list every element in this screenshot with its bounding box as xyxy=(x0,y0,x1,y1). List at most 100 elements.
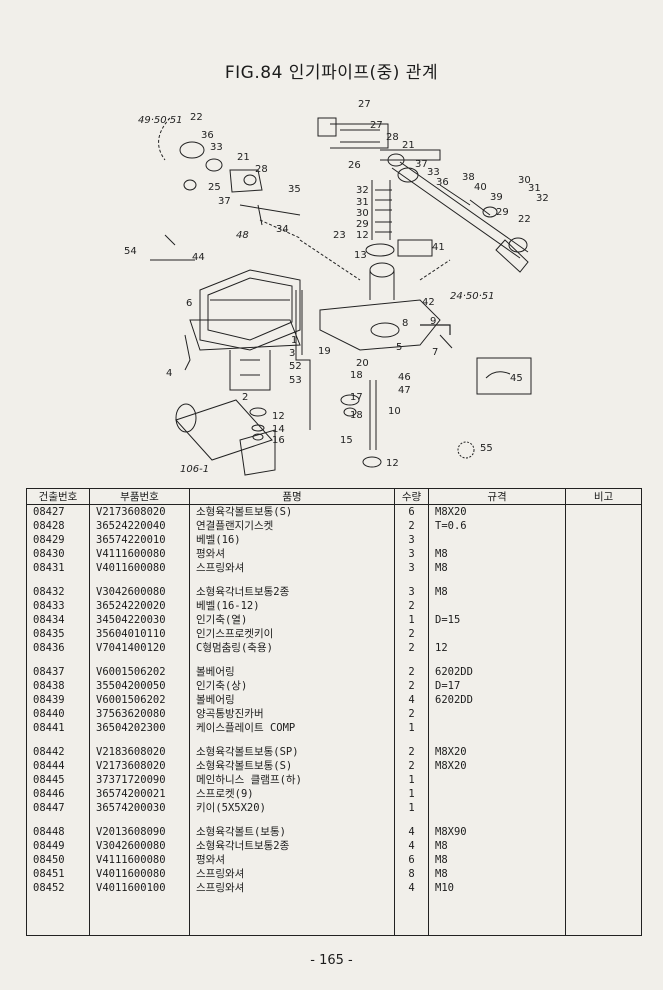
col-header-qty: 수량 xyxy=(394,488,429,505)
cell-spec: M8X20 xyxy=(428,759,566,773)
cell-note xyxy=(565,773,642,787)
cell-qty: 4 xyxy=(394,693,429,707)
callout-6: 6 xyxy=(186,298,192,309)
cell-name: 볼베어링 xyxy=(189,665,395,679)
cell-part: 37563620080 xyxy=(89,707,190,721)
cell-qty: 2 xyxy=(394,707,429,721)
cell-qty: 4 xyxy=(394,839,429,853)
cell-no: 08448 xyxy=(26,825,90,839)
cell-qty: 3 xyxy=(394,561,429,575)
callout-35: 35 xyxy=(288,184,301,195)
cell-part: 37371720090 xyxy=(89,773,190,787)
spacer-cell xyxy=(89,575,190,585)
cell-spec: 6202DD xyxy=(428,693,566,707)
cell-spec xyxy=(428,721,566,735)
callout-37: 37 xyxy=(218,196,231,207)
filler-cell xyxy=(26,895,90,936)
callout-52: 52 xyxy=(289,361,302,372)
callout-30: 30 xyxy=(518,175,531,186)
cell-spec: M8 xyxy=(428,853,566,867)
pipe-flange-icon xyxy=(330,123,389,149)
cell-part: V7041400120 xyxy=(89,641,190,655)
cell-qty: 1 xyxy=(394,613,429,627)
cell-spec xyxy=(428,773,566,787)
cell-name: 소형육각볼트보통(SP) xyxy=(189,745,395,759)
cell-name: 평와셔 xyxy=(189,853,395,867)
callout-39: 39 xyxy=(490,192,503,203)
callout-36: 36 xyxy=(201,130,214,141)
spacer-cell xyxy=(565,655,642,665)
callout-10: 10 xyxy=(388,406,401,417)
cell-note xyxy=(565,721,642,735)
callout-17: 17 xyxy=(350,392,363,403)
ref-label-right: 24·50·51 xyxy=(450,291,495,302)
cell-no: 08442 xyxy=(26,745,90,759)
cell-part: V2183608020 xyxy=(89,745,190,759)
filler-cell xyxy=(565,895,642,936)
cell-part: V2173608020 xyxy=(89,759,190,773)
callout-31b: 31 xyxy=(356,197,369,208)
exploded-parts-diagram: 49·50·51 22 36 33 25 37 21 28 35 34 48 2… xyxy=(124,99,549,476)
cell-no: 08427 xyxy=(26,504,90,519)
spacer-cell xyxy=(428,575,566,585)
pipe-upper-left-icon xyxy=(317,117,337,137)
cell-qty: 2 xyxy=(394,679,429,693)
cell-part: 36574200021 xyxy=(89,787,190,801)
callout-30b: 30 xyxy=(356,208,369,219)
ref-label-106: 106-1 xyxy=(180,464,209,475)
cell-no: 08428 xyxy=(26,519,90,533)
cell-part: V6001506202 xyxy=(89,693,190,707)
callout-13: 13 xyxy=(354,250,367,261)
cell-spec: M10 xyxy=(428,881,566,895)
callout-2: 2 xyxy=(242,392,248,403)
spacer-cell xyxy=(394,655,429,665)
callout-53: 53 xyxy=(289,375,302,386)
cell-note xyxy=(565,853,642,867)
cell-name: 소형육각너트보통2종 xyxy=(189,839,395,853)
callout-36b: 36 xyxy=(436,177,449,188)
cell-spec xyxy=(428,787,566,801)
cell-part: V4011600080 xyxy=(89,867,190,881)
cell-qty: 2 xyxy=(394,641,429,655)
cell-note xyxy=(565,707,642,721)
cell-name: 베벨(16) xyxy=(189,533,395,547)
cell-qty: 2 xyxy=(394,599,429,613)
callout-12c: 12 xyxy=(386,458,399,469)
col-header-part: 부품번호 xyxy=(89,488,190,505)
callout-23: 23 xyxy=(333,230,346,241)
spacer-cell xyxy=(189,735,395,745)
cell-no: 08440 xyxy=(26,707,90,721)
cell-part: 35504200050 xyxy=(89,679,190,693)
callout-8: 8 xyxy=(402,318,408,329)
cell-part: 36574220010 xyxy=(89,533,190,547)
callout-12: 12 xyxy=(356,230,369,241)
cell-part: V4011600100 xyxy=(89,881,190,895)
cell-qty: 1 xyxy=(394,721,429,735)
cell-spec xyxy=(428,801,566,815)
cell-spec: 6202DD xyxy=(428,665,566,679)
cell-qty: 6 xyxy=(394,853,429,867)
cell-name: 스프링와셔 xyxy=(189,561,395,575)
callout-40: 40 xyxy=(474,182,487,193)
cell-spec: 12 xyxy=(428,641,566,655)
cell-name: 소형육각볼트보통(S) xyxy=(189,504,395,519)
cell-no: 08451 xyxy=(26,867,90,881)
cell-qty: 8 xyxy=(394,867,429,881)
spacer-cell xyxy=(428,735,566,745)
